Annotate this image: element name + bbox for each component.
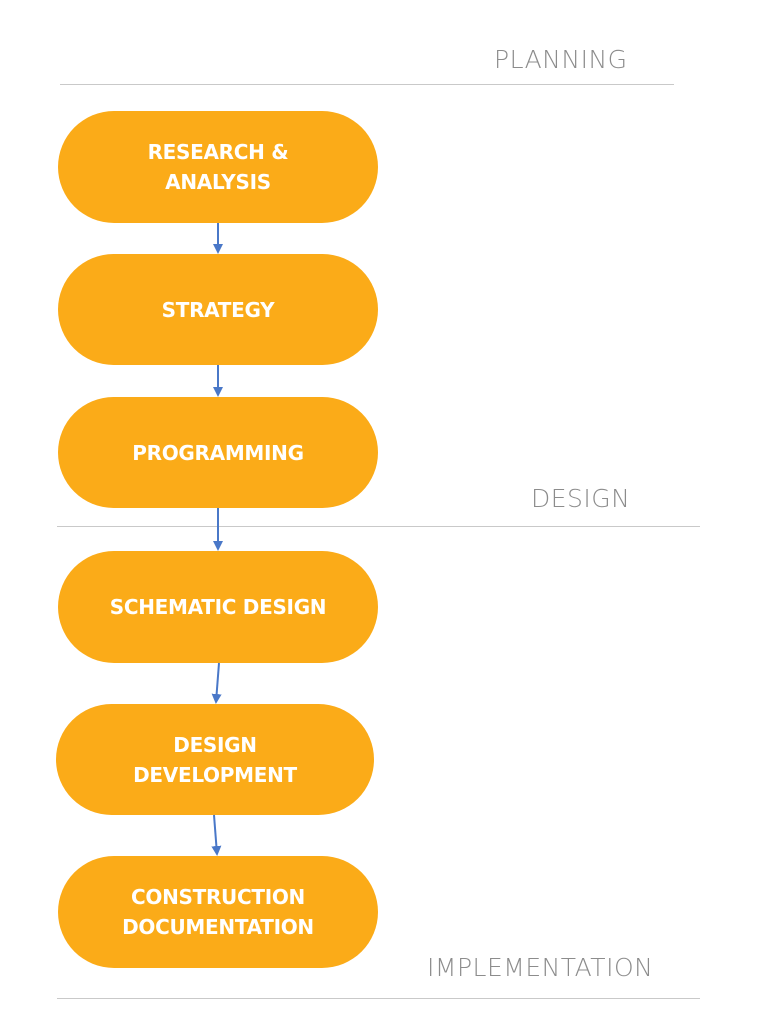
step-design-development: DESIGN DEVELOPMENT — [56, 704, 374, 815]
step-strategy: STRATEGY — [58, 254, 378, 365]
step-construction-documentation: CONSTRUCTION DOCUMENTATION — [58, 856, 378, 968]
divider-planning — [60, 84, 674, 85]
step-label: CONSTRUCTION DOCUMENTATION — [122, 885, 314, 939]
phase-label-planning: PLANNING — [494, 45, 628, 74]
step-programming: PROGRAMMING — [58, 397, 378, 508]
step-label: DESIGN DEVELOPMENT — [133, 732, 297, 787]
arrow-schematic-to-design-development — [211, 662, 222, 704]
step-label: RESEARCH & ANALYSIS — [147, 140, 289, 194]
step-label: STRATEGY — [161, 297, 275, 322]
step-label: SCHEMATIC DESIGN — [109, 595, 327, 619]
divider-design — [57, 526, 700, 527]
step-research-analysis: RESEARCH & ANALYSIS — [58, 111, 378, 223]
step-label: PROGRAMMING — [132, 440, 304, 465]
phase-label-implementation: IMPLEMENTATION — [427, 953, 654, 982]
arrow-design-development-to-construction — [211, 814, 222, 856]
divider-implementation — [57, 998, 700, 999]
phase-label-design: DESIGN — [531, 484, 631, 513]
step-schematic-design: SCHEMATIC DESIGN — [58, 551, 378, 663]
